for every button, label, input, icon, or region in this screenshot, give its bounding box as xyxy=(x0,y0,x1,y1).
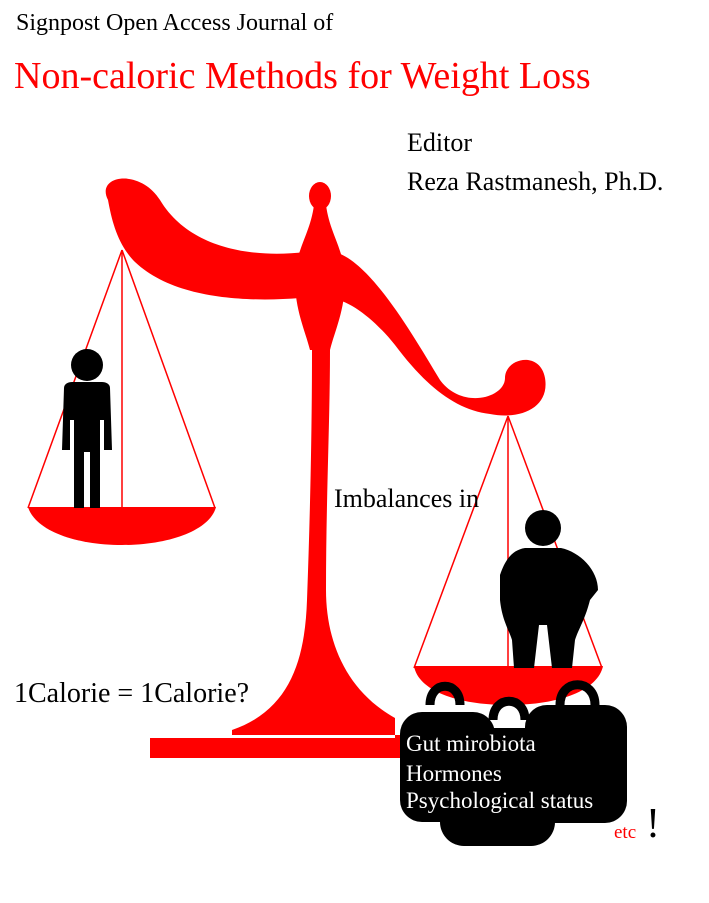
thin-person-icon xyxy=(62,349,112,508)
scale-finial xyxy=(309,182,331,210)
weight-label-gut-microbiota: Gut mirobiota xyxy=(406,731,536,756)
etc-label: etc xyxy=(614,822,637,843)
scale-post xyxy=(150,350,400,758)
weight-label-psychological-status: Psychological status xyxy=(406,788,594,813)
left-pan-strings xyxy=(27,249,216,509)
exclamation-mark: ! xyxy=(646,801,660,847)
scale-neck xyxy=(295,205,345,350)
weight-label-hormones: Hormones xyxy=(406,761,502,786)
scale-base xyxy=(150,738,400,758)
editor-label: Editor xyxy=(407,128,472,157)
imbalances-label: Imbalances in xyxy=(334,484,480,513)
left-pan xyxy=(28,507,216,545)
calorie-question: 1Calorie = 1Calorie? xyxy=(14,678,250,709)
heavy-person-icon xyxy=(500,510,598,668)
journal-series-line: Signpost Open Access Journal of xyxy=(16,10,334,36)
editor-name: Reza Rastmanesh, Ph.D. xyxy=(407,167,664,196)
weight-icon xyxy=(400,680,627,846)
journal-title: Non-caloric Methods for Weight Loss xyxy=(14,55,591,97)
